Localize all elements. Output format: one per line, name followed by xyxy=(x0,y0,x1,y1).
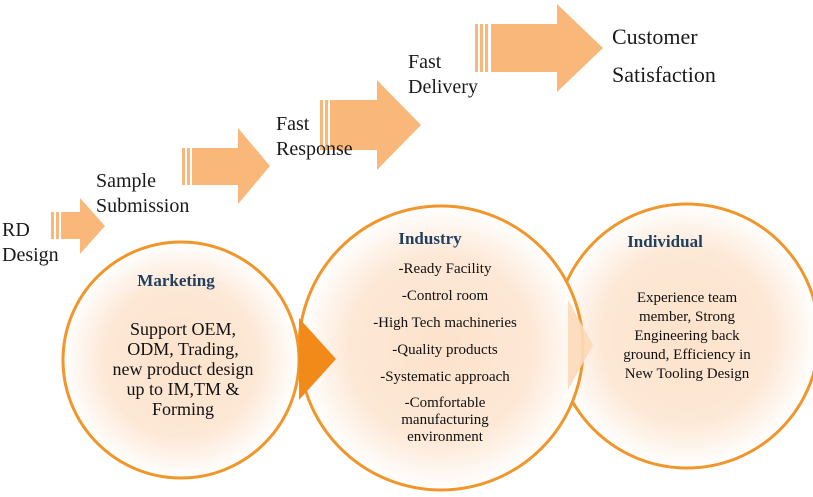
step-arrow-sample-submission xyxy=(182,128,270,204)
connector-arrow-marketing-industry xyxy=(299,318,336,400)
industry-item: -Comfortable manufacturing environment xyxy=(401,395,489,445)
industry-list: -Ready Facility -Control room -High Tech… xyxy=(340,260,550,455)
marketing-title: Marketing xyxy=(137,271,215,290)
step-label-customer-satisfaction: Customer Satisfaction xyxy=(612,24,716,87)
individual-body: Experience team member, Strong Engineeri… xyxy=(623,290,751,382)
industry-item: -Quality products xyxy=(392,342,498,358)
marketing-body: Support OEM, ODM, Trading, new product d… xyxy=(112,319,254,419)
connector-arrow-industry-individual xyxy=(568,300,593,390)
industry-item: -Systematic approach xyxy=(380,369,510,385)
industry-item: -High Tech machineries xyxy=(373,315,517,331)
industry-item: -Control room xyxy=(401,288,489,304)
step-label-rd-design: RD Design xyxy=(2,219,59,266)
step-arrow-fast-delivery xyxy=(475,4,603,92)
step-arrow-fast-response xyxy=(320,80,421,170)
step-label-sample-submission: Sample Submission xyxy=(96,170,190,217)
step-label-fast-response: Fast Response xyxy=(276,113,353,160)
individual-title: Individual xyxy=(627,232,703,251)
industry-title: Industry xyxy=(398,229,462,248)
step-label-fast-delivery: Fast Delivery xyxy=(408,51,478,98)
step-arrow-rd-design xyxy=(51,198,105,254)
industry-item: -Ready Facility xyxy=(398,261,492,277)
